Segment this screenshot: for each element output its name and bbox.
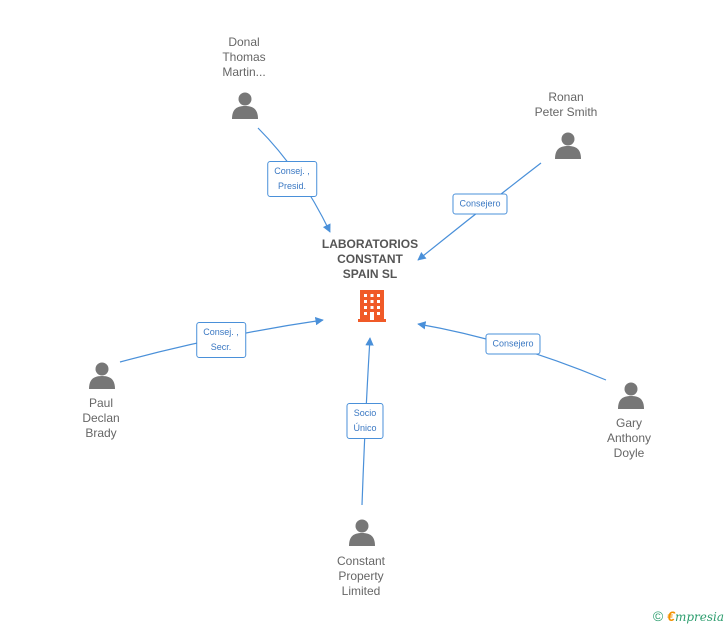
copyright-icon: © — [652, 608, 664, 624]
edge-label-paul[interactable]: Consej. , Secr. — [196, 322, 246, 358]
edge-label-ronan[interactable]: Consejero — [452, 193, 508, 215]
person-name-gary[interactable]: Gary Anthony Doyle — [606, 416, 652, 460]
edge-label-constant[interactable]: Socio Único — [346, 403, 384, 439]
person-name-paul[interactable]: Paul Declan Brady — [82, 396, 120, 440]
edge-label-gary[interactable]: Consejero — [485, 333, 541, 355]
brand-footer[interactable]: ©€mpresia — [653, 608, 724, 624]
person-icon-donal[interactable] — [232, 92, 258, 120]
person-name-ronan[interactable]: Ronan Peter Smith — [534, 90, 598, 119]
person-icon-paul[interactable] — [89, 362, 115, 390]
building-icon[interactable] — [358, 290, 386, 322]
person-icon-gary[interactable] — [618, 382, 644, 410]
brand-name: mpresia — [674, 610, 724, 624]
company-name[interactable]: LABORATORIOS CONSTANT SPAIN SL — [321, 237, 419, 281]
brand-logo-initial: € — [667, 608, 675, 624]
person-icon-constant[interactable] — [349, 519, 375, 547]
edge-label-donal[interactable]: Consej. , Presid. — [267, 161, 317, 197]
person-name-donal[interactable]: Donal Thomas Martin... — [222, 35, 266, 79]
person-icon-ronan[interactable] — [555, 132, 581, 160]
person-name-constant[interactable]: Constant Property Limited — [336, 554, 386, 598]
